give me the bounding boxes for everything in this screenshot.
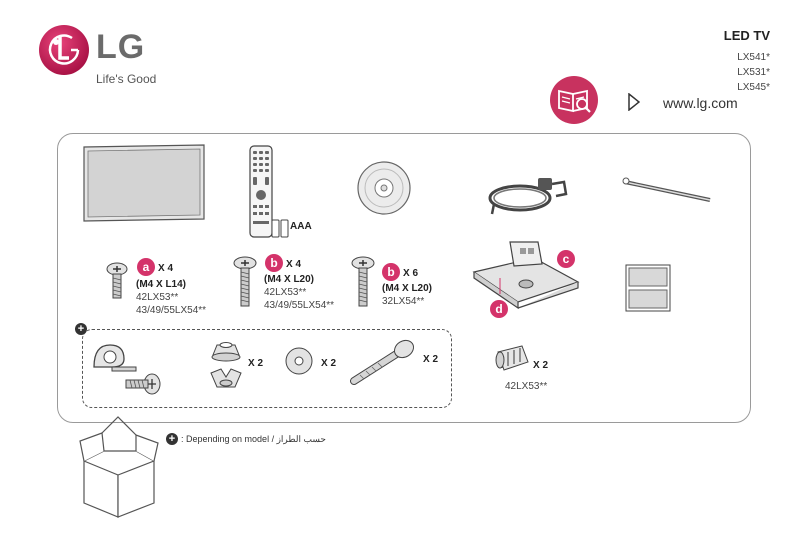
remote-control-icon xyxy=(249,145,273,238)
screw-icon xyxy=(233,256,257,307)
screw-models: 42LX53** 43/49/55LX54** xyxy=(264,286,334,312)
bolt-quantity: X 2 xyxy=(423,354,439,365)
battery-label: AAA xyxy=(290,221,312,232)
model-number: 43/49/55LX54** xyxy=(136,305,207,316)
arrow-right-icon xyxy=(628,93,640,111)
website-link[interactable]: www.lg.com xyxy=(663,95,738,111)
optional-plus-icon: + xyxy=(75,323,87,335)
cable-clamp-icon xyxy=(93,344,137,372)
legend-plus-icon: + xyxy=(166,433,178,445)
screw-quantity: X 4 xyxy=(158,263,174,274)
screw-models: 32LX54** xyxy=(382,295,424,308)
spacer-quantity: X 2 xyxy=(533,360,549,371)
screw-spec: (M4 X L20) xyxy=(382,283,433,294)
part-badge-d: d xyxy=(490,300,508,318)
part-badge-a: a xyxy=(137,258,155,276)
lg-logo-icon xyxy=(39,25,89,75)
screw-models: 42LX53** 43/49/55LX54** xyxy=(136,291,206,317)
part-badge-b: b xyxy=(382,263,400,281)
brand-tagline: Life's Good xyxy=(96,72,157,86)
model-number: LX541* xyxy=(737,52,770,63)
spacer-icon xyxy=(495,345,529,371)
part-badge-c: c xyxy=(557,250,575,268)
model-number: LX531* xyxy=(737,67,770,78)
manual-search-icon xyxy=(550,76,598,124)
tv-icon xyxy=(83,144,205,222)
nut-quantity: X 2 xyxy=(248,358,264,369)
package-box-icon xyxy=(79,416,159,518)
part-badge-b: b xyxy=(265,254,283,272)
screw-icon xyxy=(106,262,128,299)
cable-holder-icon xyxy=(622,177,711,202)
footnote-text: : Depending on model / حسب الطراز xyxy=(181,434,326,444)
model-number: 32LX54** xyxy=(382,296,425,307)
model-number: 42LX53** xyxy=(136,292,179,303)
model-number: LX545* xyxy=(737,82,770,93)
protection-pad-icon xyxy=(625,264,671,312)
bolt-icon xyxy=(350,339,414,385)
washer-quantity: X 2 xyxy=(321,358,337,369)
screw-spec: (M4 X L20) xyxy=(264,274,315,285)
brand-name: LG xyxy=(96,28,146,66)
battery-icon xyxy=(271,219,289,238)
screw-icon xyxy=(351,256,375,307)
model-number: 42LX53** xyxy=(264,287,307,298)
wing-nut-icon xyxy=(210,342,242,388)
spacer-model: 42LX53** xyxy=(505,381,548,392)
screw-icon xyxy=(125,373,161,395)
model-number: 43/49/55LX54** xyxy=(264,300,335,311)
model-list: LX541* LX531* LX545* xyxy=(737,50,770,95)
screw-quantity: X 6 xyxy=(403,268,419,279)
washer-icon xyxy=(285,347,313,375)
cd-icon xyxy=(357,161,411,215)
optional-accessories-box xyxy=(82,329,452,408)
screw-spec: (M4 X L14) xyxy=(136,279,187,290)
product-type: LED TV xyxy=(723,28,770,43)
power-cord-icon xyxy=(488,178,568,215)
screw-quantity: X 4 xyxy=(286,259,302,270)
stand-icon xyxy=(472,241,580,310)
